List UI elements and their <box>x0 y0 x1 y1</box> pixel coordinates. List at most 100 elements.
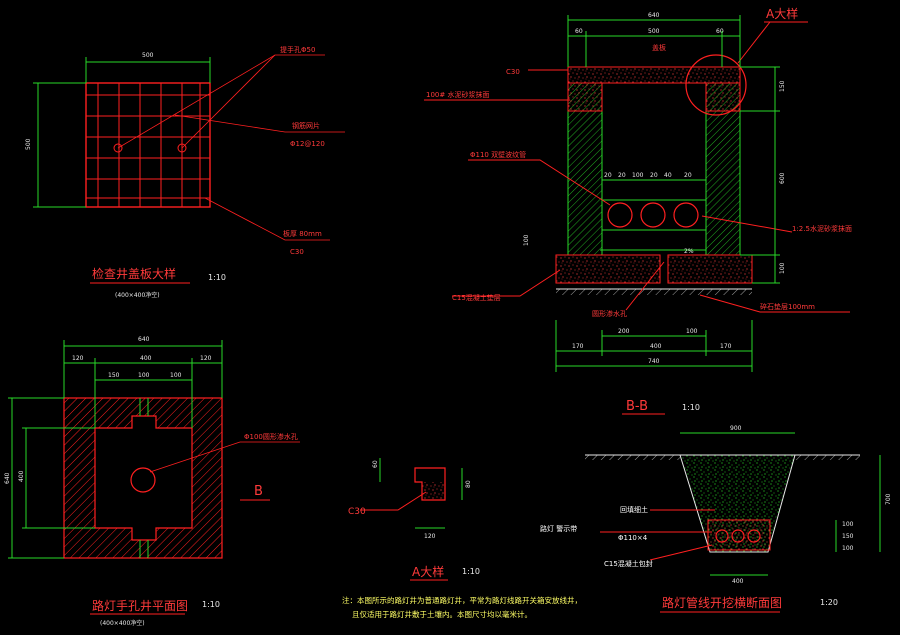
label-concrete: C15混凝土包封 <box>604 559 653 568</box>
dim-label: 100 <box>779 262 786 274</box>
dim-label: 400 <box>18 470 25 482</box>
detail-a-title: A大样 <box>412 564 444 579</box>
dim-label: 150 <box>779 80 786 92</box>
label-c30: C30 <box>506 68 520 76</box>
cover-slab-outline <box>85 82 211 208</box>
label-c15: C15混凝土垫层 <box>452 293 501 302</box>
dim-label: 80 <box>465 480 472 488</box>
dim-label: 900 <box>730 425 742 432</box>
dim-label: 20 <box>618 172 626 179</box>
note-line-1: 注：本图所示的路灯井为普通路灯井，平常为路灯线路开关箱安放线井， <box>342 595 582 605</box>
dim-label: 150 <box>842 533 854 540</box>
dim-label: 500 <box>648 28 660 35</box>
detail-a: 60 80 120 C30 A大样 1:10 <box>348 458 480 581</box>
dim-label: 700 <box>885 493 892 505</box>
dim-label: 20 <box>684 172 692 179</box>
dim-label: 640 <box>4 472 11 484</box>
plan-scale: 1:10 <box>202 600 220 609</box>
cover-detail: 500 500 提手孔Φ50 钢筋网片 Φ12@120 板厚 80mm C30 … <box>25 45 345 299</box>
dim-label: 100 <box>138 372 150 379</box>
label-cover: 盖板 <box>652 43 666 52</box>
section-scale: 1:10 <box>682 403 700 412</box>
dim-label: 100 <box>842 545 854 552</box>
pipe-3 <box>673 202 699 228</box>
dim-label: 100 <box>170 372 182 379</box>
label-concrete: C30 <box>290 248 304 256</box>
trench-scale: 1:20 <box>820 598 838 607</box>
label-warning: 路灯 警示带 <box>540 524 577 533</box>
label-backfill: 回填细土 <box>620 505 648 514</box>
trench-title: 路灯管线开挖横断面图 <box>662 595 782 610</box>
plan-title: 路灯手孔井平面图 <box>92 598 188 613</box>
dim-label: 200 <box>618 328 630 335</box>
drain-hole <box>130 467 156 493</box>
label-drain: Φ100圆形渗水孔 <box>244 432 298 441</box>
cover-slab <box>567 66 741 84</box>
label-thickness: 板厚 80mm <box>283 229 322 238</box>
cover-title: 检查井盖板大样 <box>92 266 176 281</box>
dim-label: 640 <box>138 336 150 343</box>
label-drain-hole: 圆形渗水孔 <box>592 309 627 318</box>
label-pipe: Φ110 双壁波纹管 <box>470 150 526 159</box>
label-c30: C30 <box>348 507 366 517</box>
plan-subtitle: (400×400净空) <box>100 619 145 627</box>
dim-label: 500 <box>25 138 32 150</box>
dim-label: 20 <box>604 172 612 179</box>
label-mesh: 钢筋网片 <box>292 121 320 130</box>
dim-label: 100 <box>523 234 530 246</box>
dim-label: 640 <box>648 12 660 19</box>
label-handle: 提手孔Φ50 <box>280 45 315 54</box>
label-gravel: 碎石垫层100mm <box>760 302 815 311</box>
label-detail-a: A大样 <box>766 6 798 21</box>
dim-label: 2% <box>684 248 694 255</box>
ground-hatch <box>556 289 752 295</box>
dim-label: 400 <box>732 578 744 585</box>
cover-scale: 1:10 <box>208 273 226 282</box>
label-mortar: 1:2.5水泥砂浆抹面 <box>792 224 852 233</box>
concrete-encasement <box>707 519 771 551</box>
dim-label: 170 <box>720 343 732 350</box>
trench-section: 900 400 700 100 150 100 回填细土 路灯 警示带 Φ110… <box>540 425 892 613</box>
dim-label: 600 <box>779 172 786 184</box>
dim-label: 100 <box>632 172 644 179</box>
label-mesh-spec: Φ12@120 <box>290 140 325 148</box>
detail-a-scale: 1:10 <box>462 567 480 576</box>
dim-label: 500 <box>142 52 154 59</box>
detail-a-circle <box>685 54 747 116</box>
dim-label: 120 <box>200 355 212 362</box>
section-mark: B <box>254 484 263 499</box>
label-waterproof: 100# 水泥砂浆抹面 <box>426 90 489 99</box>
label-pipe: Φ110×4 <box>618 534 648 542</box>
right-wall <box>705 82 741 256</box>
pipe-block <box>601 199 707 231</box>
general-note: 注：本图所示的路灯井为普通路灯井，平常为路灯线路开关箱安放线井， 且仅适用于路灯… <box>342 595 582 619</box>
dim-label: 170 <box>572 343 584 350</box>
base-right <box>667 254 753 284</box>
dim-label: 60 <box>575 28 583 35</box>
dim-label: 120 <box>72 355 84 362</box>
well-interior <box>94 415 193 541</box>
dim-label: 400 <box>140 355 152 362</box>
dim-label: 100 <box>686 328 698 335</box>
dim-label: 400 <box>650 343 662 350</box>
base-left <box>555 254 661 284</box>
cover-subtitle: (400×400净空) <box>115 291 160 299</box>
dim-label: 100 <box>842 521 854 528</box>
pipe-1 <box>607 202 633 228</box>
handle-hole-right <box>177 143 187 153</box>
section-title: B-B <box>626 399 648 414</box>
handle-hole-left <box>113 143 123 153</box>
dim-label: 740 <box>648 358 660 365</box>
dim-label: 60 <box>716 28 724 35</box>
note-line-2: 且仅适用于路灯井敷于土壤内。本图尺寸均以毫米计。 <box>352 609 532 619</box>
dim-label: 60 <box>372 460 379 468</box>
dim-label: 120 <box>424 533 436 540</box>
rebar-grid <box>86 83 210 207</box>
section-bb: 20 20 100 20 40 20 A大样 640 60 500 60 盖板 … <box>424 6 852 415</box>
dim-label: 150 <box>108 372 120 379</box>
dim-label: 40 <box>664 172 672 179</box>
pipe-2 <box>640 202 666 228</box>
plan-view: 640 120 400 120 150 100 100 640 400 Φ100… <box>4 336 300 627</box>
dim-label: 20 <box>650 172 658 179</box>
